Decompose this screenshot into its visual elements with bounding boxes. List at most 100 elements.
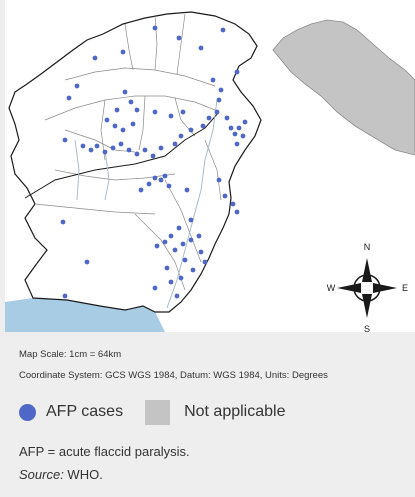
not-applicable-region bbox=[272, 19, 415, 156]
afp-case-marker bbox=[228, 125, 234, 131]
afp-case-marker bbox=[230, 201, 236, 207]
afp-case-marker bbox=[128, 99, 134, 105]
compass-w: W bbox=[327, 283, 336, 293]
afp-case-marker bbox=[120, 49, 126, 55]
afp-case-marker bbox=[240, 133, 246, 139]
afp-case-marker bbox=[188, 237, 194, 243]
abbreviation-note: AFP = acute flaccid paralysis. bbox=[19, 444, 190, 459]
afp-case-marker bbox=[210, 77, 216, 83]
afp-case-marker bbox=[60, 219, 66, 225]
afp-case-marker bbox=[216, 177, 222, 183]
afp-case-marker bbox=[126, 147, 132, 153]
afp-case-marker bbox=[142, 147, 148, 153]
circle-marker-icon bbox=[19, 403, 36, 421]
afp-case-marker bbox=[92, 55, 98, 61]
source-label: Source: bbox=[19, 467, 64, 482]
afp-case-marker bbox=[222, 193, 228, 199]
afp-case-marker bbox=[236, 125, 242, 131]
compass-e: E bbox=[402, 283, 408, 293]
afp-case-marker bbox=[114, 107, 120, 113]
afp-case-marker bbox=[130, 121, 136, 127]
afp-case-marker bbox=[232, 131, 238, 137]
afp-case-marker bbox=[74, 83, 80, 89]
afp-case-marker bbox=[154, 243, 160, 249]
afp-case-marker bbox=[120, 127, 126, 133]
afp-case-marker bbox=[88, 147, 94, 153]
afp-case-marker bbox=[216, 97, 222, 103]
afp-case-marker bbox=[172, 141, 178, 147]
afp-case-marker bbox=[188, 217, 194, 223]
arabian-sea bbox=[5, 298, 165, 332]
afp-case-marker bbox=[198, 249, 204, 255]
afp-case-marker bbox=[80, 143, 86, 149]
coordinate-system: Coordinate System: GCS WGS 1984, Datum: … bbox=[19, 370, 328, 381]
afp-case-marker bbox=[150, 153, 156, 159]
rivers bbox=[74, 99, 218, 309]
province-boundary bbox=[24, 111, 220, 199]
map-scale: Map Scale: 1cm = 64km bbox=[19, 349, 122, 360]
afp-case-marker bbox=[112, 123, 118, 129]
compass-s: S bbox=[364, 324, 370, 332]
afp-case-marker bbox=[66, 95, 72, 101]
afp-case-marker bbox=[184, 187, 190, 193]
afp-case-marker bbox=[62, 293, 68, 299]
grey-square-icon bbox=[145, 399, 171, 425]
source-value: WHO. bbox=[63, 467, 103, 482]
afp-case-marker bbox=[172, 247, 178, 253]
afp-case-marker bbox=[224, 115, 230, 121]
afp-case-marker bbox=[200, 123, 206, 129]
admin-borders bbox=[34, 13, 222, 291]
afp-case-marker bbox=[242, 119, 248, 125]
afp-case-marker bbox=[152, 25, 158, 31]
map: N S E W bbox=[5, 0, 415, 332]
afp-case-marker bbox=[162, 239, 168, 245]
afp-case-marker bbox=[188, 127, 194, 133]
afp-case-marker bbox=[234, 141, 240, 147]
afp-case-marker bbox=[166, 183, 172, 189]
afp-case-marker bbox=[178, 275, 184, 281]
afp-case-marker bbox=[182, 257, 188, 263]
afp-case-marker bbox=[84, 259, 90, 265]
afp-case-marker bbox=[176, 35, 182, 41]
afp-case-marker bbox=[164, 265, 170, 271]
afp-case-marker bbox=[168, 113, 174, 119]
afp-case-marker bbox=[218, 87, 224, 93]
afp-case-marker bbox=[234, 209, 240, 215]
afp-case-marker bbox=[180, 241, 186, 247]
afp-case-marker bbox=[104, 117, 110, 123]
afp-case-marker bbox=[168, 279, 174, 285]
afp-case-marker bbox=[134, 107, 140, 113]
afp-case-marker bbox=[152, 175, 158, 181]
afp-case-marker bbox=[102, 149, 108, 155]
afp-case-marker bbox=[152, 109, 158, 115]
legend-not-applicable: Not applicable bbox=[184, 403, 286, 420]
compass-rose: N S E W bbox=[327, 242, 408, 332]
afp-case-marker bbox=[198, 45, 204, 51]
afp-case-marker bbox=[196, 233, 202, 239]
afp-case-markers bbox=[60, 25, 248, 299]
legend-afp-cases: AFP cases bbox=[46, 403, 124, 420]
afp-case-marker bbox=[110, 145, 116, 151]
afp-case-marker bbox=[202, 259, 208, 265]
afp-case-marker bbox=[176, 225, 182, 231]
afp-case-marker bbox=[134, 151, 140, 157]
afp-case-marker bbox=[62, 137, 68, 143]
afp-case-marker bbox=[174, 293, 180, 299]
afp-case-marker bbox=[234, 69, 240, 75]
afp-case-marker bbox=[190, 267, 196, 273]
afp-case-marker bbox=[138, 187, 144, 193]
afp-case-marker bbox=[162, 173, 168, 179]
source-note: Source: WHO. bbox=[19, 467, 103, 482]
afp-case-marker bbox=[118, 141, 124, 147]
afp-case-marker bbox=[158, 145, 164, 151]
afp-case-marker bbox=[206, 115, 212, 121]
afp-case-marker bbox=[158, 177, 164, 183]
afp-case-marker bbox=[220, 27, 226, 33]
afp-case-marker bbox=[180, 109, 186, 115]
legend: AFP cases Not applicable bbox=[19, 398, 285, 426]
compass-n: N bbox=[364, 242, 371, 252]
afp-case-marker bbox=[214, 109, 220, 115]
afp-case-marker bbox=[178, 133, 184, 139]
afp-case-marker bbox=[146, 181, 152, 187]
afp-case-marker bbox=[168, 233, 174, 239]
